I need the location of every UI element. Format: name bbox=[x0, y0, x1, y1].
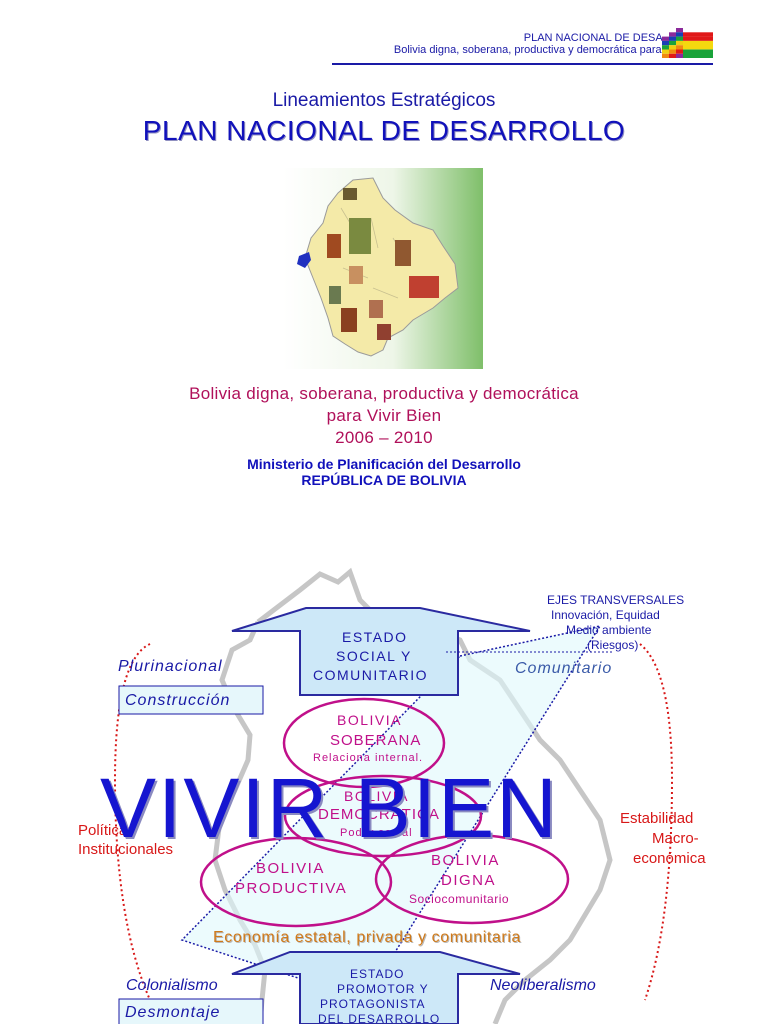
cover-title: PLAN NACIONAL DE DESARROLLO bbox=[142, 115, 626, 146]
neoliberalismo-label: Neoliberalismo bbox=[490, 977, 596, 994]
wiphala-flag-icon bbox=[662, 28, 713, 58]
ejes-innovacion-equidad: Innovación, Equidad bbox=[551, 608, 660, 622]
cover-republic: REPÚBLICA DE BOLIVIA bbox=[301, 472, 467, 488]
cover-years: 2006 – 2010 bbox=[335, 428, 433, 447]
democratica-line1: BOLIVIA bbox=[344, 788, 409, 804]
economia-label: Economía estatal, privada y comunitaria bbox=[213, 929, 521, 946]
diagram-graphics bbox=[113, 567, 674, 1024]
vivir-bien-title: VIVIR BIEN bbox=[100, 761, 559, 855]
soberana-line2: SOBERANA bbox=[330, 732, 422, 749]
estabilidad-line1: Estabilidad bbox=[620, 810, 694, 827]
democratica-line3: Poder social bbox=[340, 827, 413, 839]
colonialismo-label: Colonialismo bbox=[126, 977, 218, 994]
digna-line2: DIGNA bbox=[441, 872, 497, 889]
politicas-line2: Institucionales bbox=[78, 841, 174, 858]
header-plan-subtitle: Bolivia digna, soberana, productiva y de… bbox=[393, 44, 711, 56]
estado-bottom-line3: PROTAGONISTA bbox=[320, 997, 426, 1011]
estabilidad-line3: económica bbox=[633, 850, 706, 867]
cover-tagline-vivir-bien: para Vivir Bien bbox=[326, 406, 442, 425]
comunitario-label: Comunitario bbox=[515, 660, 613, 677]
productiva-line1: BOLIVIA bbox=[256, 860, 325, 877]
header-rule bbox=[332, 63, 713, 65]
plurinacional-label: Plurinacional bbox=[118, 658, 223, 675]
estado-top-line3: COMUNITARIO bbox=[313, 667, 429, 683]
desmontaje-label: Desmontaje bbox=[125, 1004, 221, 1021]
politicas-line1: Políticas bbox=[78, 822, 135, 839]
estado-bottom-line2: PROMOTOR Y bbox=[337, 982, 429, 996]
construccion-label: Construcción bbox=[125, 692, 231, 709]
cover-ministry: Ministerio de Planificación del Desarrol… bbox=[247, 456, 521, 472]
soberana-line3: Relaciona internal. bbox=[313, 752, 424, 764]
productiva-line2: PRODUCTIVA bbox=[235, 880, 348, 897]
estado-top-line1: ESTADO bbox=[342, 629, 408, 645]
ejes-riesgos: (Riesgos) bbox=[587, 638, 639, 652]
bolivia-map-image bbox=[283, 168, 483, 369]
estado-bottom-line4: DEL DESARROLLO bbox=[318, 1012, 441, 1026]
digna-line3: Sociocomunitario bbox=[409, 892, 510, 906]
estado-top-line2: SOCIAL Y bbox=[336, 648, 412, 664]
estabilidad-line2: Macro- bbox=[652, 830, 699, 847]
cover-tagline: Bolivia digna, soberana, productiva y de… bbox=[189, 384, 579, 403]
ejes-medio-ambiente: Medio ambiente bbox=[566, 623, 652, 637]
democratica-line2: DEMOCRÁTICA bbox=[318, 806, 440, 823]
estado-bottom-line1: ESTADO bbox=[350, 967, 405, 981]
cover-subtitle: Lineamientos Estratégicos bbox=[272, 90, 496, 111]
vivir-bien-diagram: EJES TRANSVERSALES Innovación, Equidad M… bbox=[0, 560, 768, 1026]
digna-line1: BOLIVIA bbox=[431, 852, 500, 869]
soberana-line1: BOLIVIA bbox=[337, 712, 402, 728]
ejes-transversales-title: EJES TRANSVERSALES bbox=[547, 593, 685, 607]
